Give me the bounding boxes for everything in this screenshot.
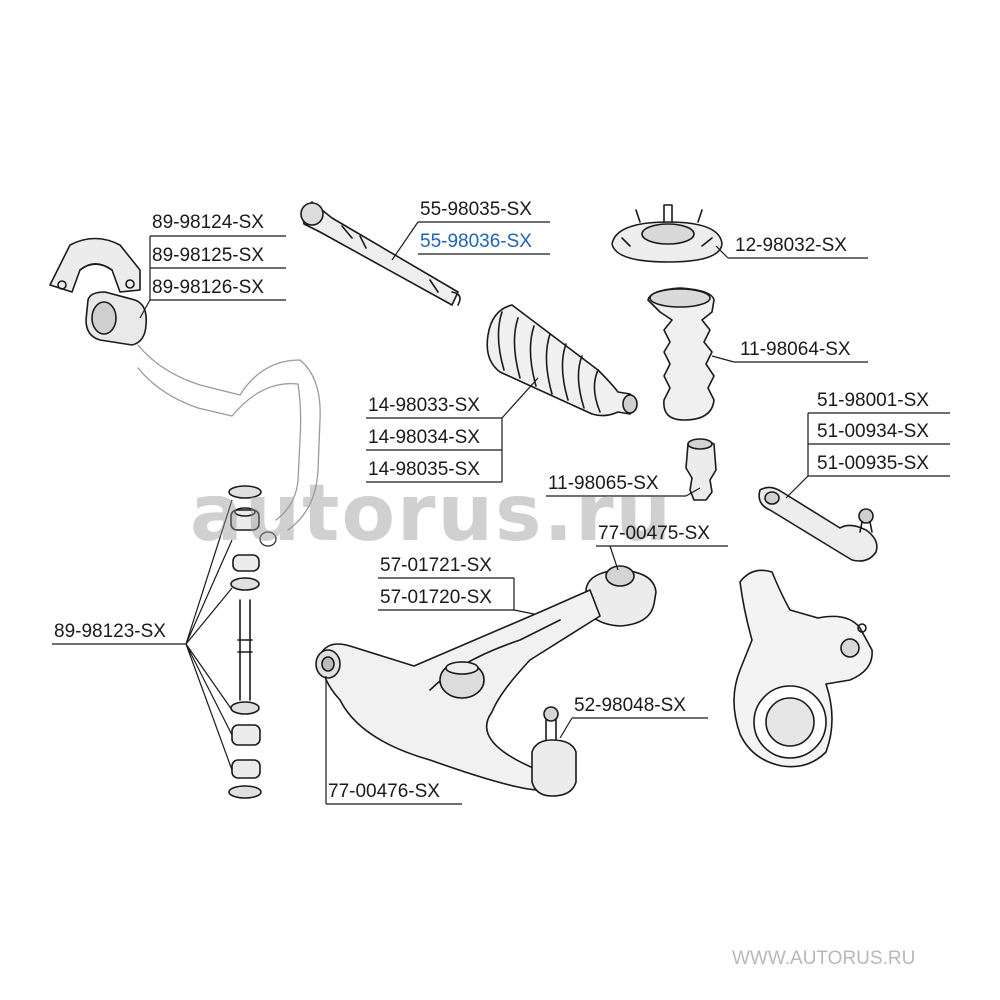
label-89-98126: 89-98126-SX: [152, 277, 264, 298]
ball-joint: [531, 706, 577, 797]
stabilizer-bracket: [49, 237, 141, 293]
label-11-98065: 11-98065-SX: [548, 473, 659, 494]
label-57-01721: 57-01721-SX: [380, 555, 492, 576]
stabilizer-bar: [137, 344, 321, 547]
label-51-00935: 51-00935-SX: [817, 453, 929, 474]
label-52-98048: 52-98048-SX: [574, 695, 686, 716]
label-77-00475: 77-00475-SX: [598, 523, 710, 544]
steering-knuckle: [733, 569, 873, 768]
label-55-98036: 55-98036-SX: [420, 231, 532, 252]
label-51-98001: 51-98001-SX: [817, 390, 929, 411]
steering-boot: [486, 304, 638, 417]
leader-lines: [52, 221, 950, 805]
label-11-98064: 11-98064-SX: [740, 339, 851, 360]
dust-boot: [647, 287, 715, 421]
label-89-98124: 89-98124-SX: [152, 212, 264, 233]
stabilizer-bushing: [85, 291, 148, 346]
lower-control-arm: [320, 589, 601, 791]
bump-stop: [685, 438, 717, 501]
label-14-98034: 14-98034-SX: [368, 427, 480, 448]
site-url: WWW.AUTORUS.RU: [732, 948, 916, 969]
label-14-98033: 14-98033-SX: [368, 395, 480, 416]
label-57-01720: 57-01720-SX: [380, 587, 492, 608]
tie-rod-end: [758, 486, 878, 562]
label-89-98125: 89-98125-SX: [152, 245, 264, 266]
control-arm-bushing-rear: [315, 649, 341, 679]
label-12-98032: 12-98032-SX: [735, 235, 847, 256]
label-51-00934: 51-00934-SX: [817, 421, 929, 442]
strut-mount: [611, 204, 723, 263]
label-14-98035: 14-98035-SX: [368, 459, 480, 480]
control-arm-bushing-upper: [585, 565, 657, 627]
label-77-00476: 77-00476-SX: [328, 781, 440, 802]
watermark: autorus.ru: [190, 469, 674, 559]
tie-rod: [300, 201, 461, 306]
label-89-98123: 89-98123-SX: [54, 621, 166, 642]
label-55-98035: 55-98035-SX: [420, 199, 532, 220]
